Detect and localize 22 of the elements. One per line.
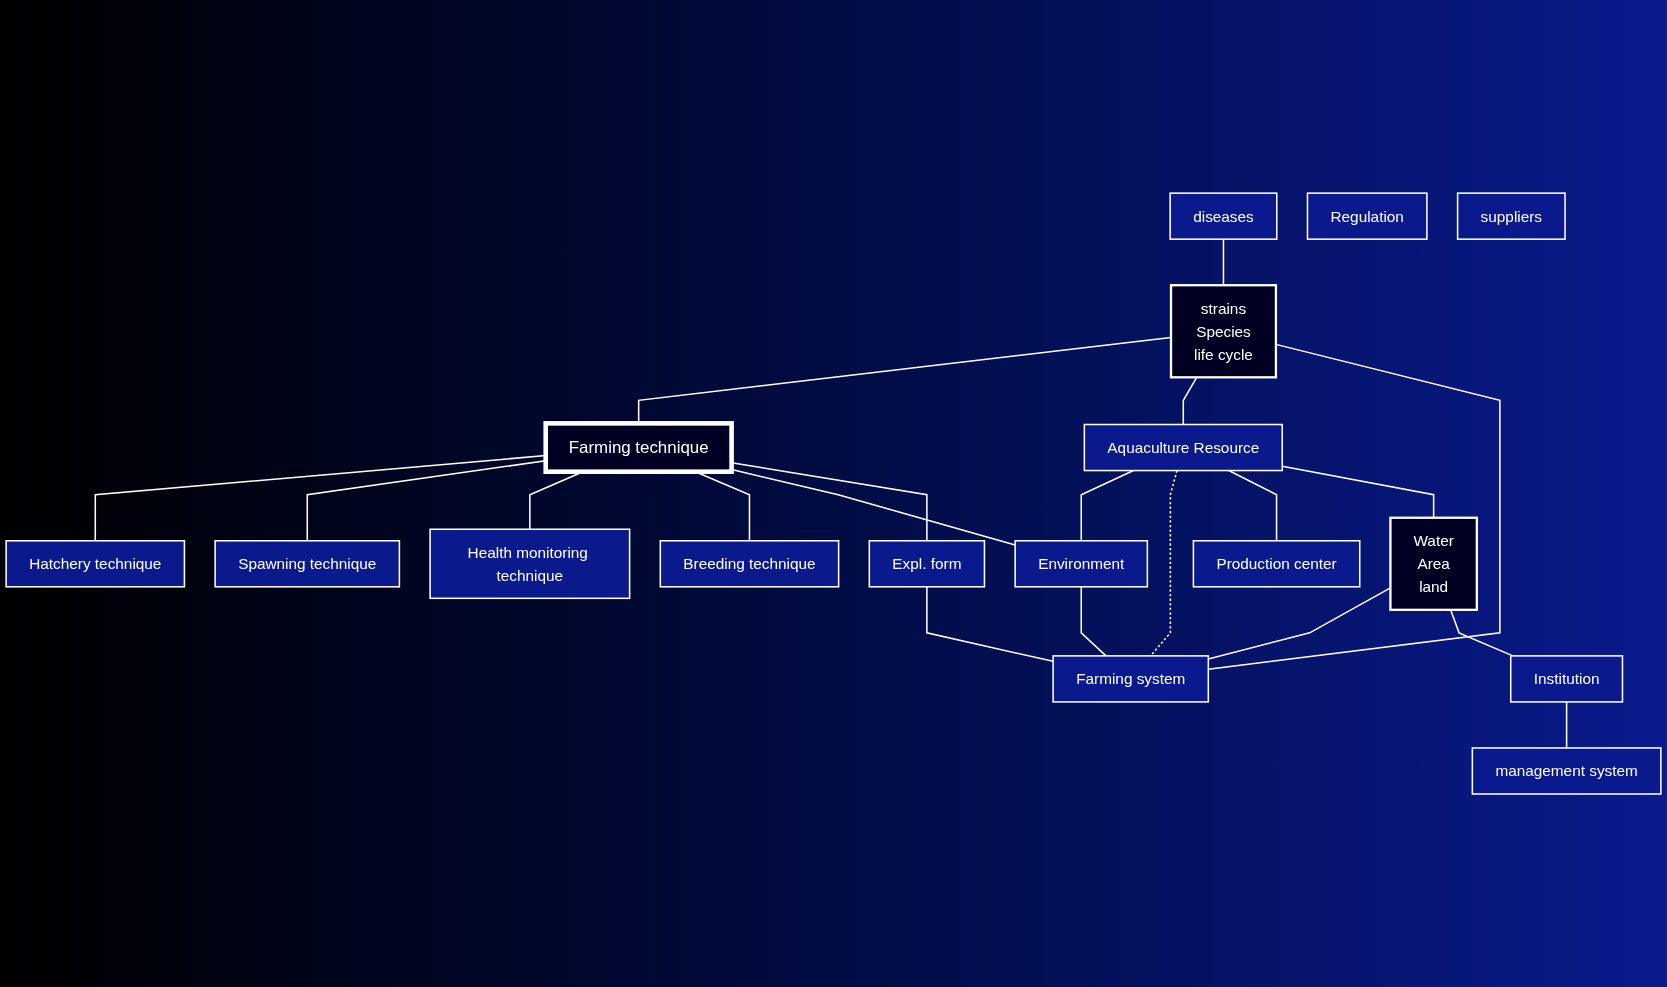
- connector: [1080, 585, 1107, 657]
- node-box: Institution: [1509, 655, 1624, 703]
- node-box: Farming technique: [543, 420, 734, 474]
- node-box: Breeding technique: [659, 539, 840, 588]
- node-box: Farming system: [1052, 655, 1210, 703]
- connector: [1149, 469, 1178, 657]
- node-box: Spawning technique: [214, 539, 401, 588]
- node-box: Production center: [1192, 539, 1361, 588]
- node-box: Hatchery technique: [5, 539, 186, 588]
- connector: [926, 585, 1054, 663]
- connector: [1222, 238, 1225, 286]
- node-box: management system: [1471, 747, 1662, 795]
- node-box: Health monitoring technique: [429, 528, 631, 599]
- node-box: Environment: [1014, 539, 1149, 588]
- connector: [1565, 701, 1568, 749]
- node-box: strains Species life cycle: [1169, 284, 1278, 379]
- node-box: diseases: [1169, 192, 1278, 240]
- node-box: Expl. form: [868, 539, 986, 588]
- node-box: Water Area land: [1389, 516, 1478, 611]
- node-box: Aquaculture Resource: [1083, 423, 1283, 472]
- node-box: suppliers: [1456, 192, 1566, 240]
- node-box: Regulation: [1306, 192, 1428, 240]
